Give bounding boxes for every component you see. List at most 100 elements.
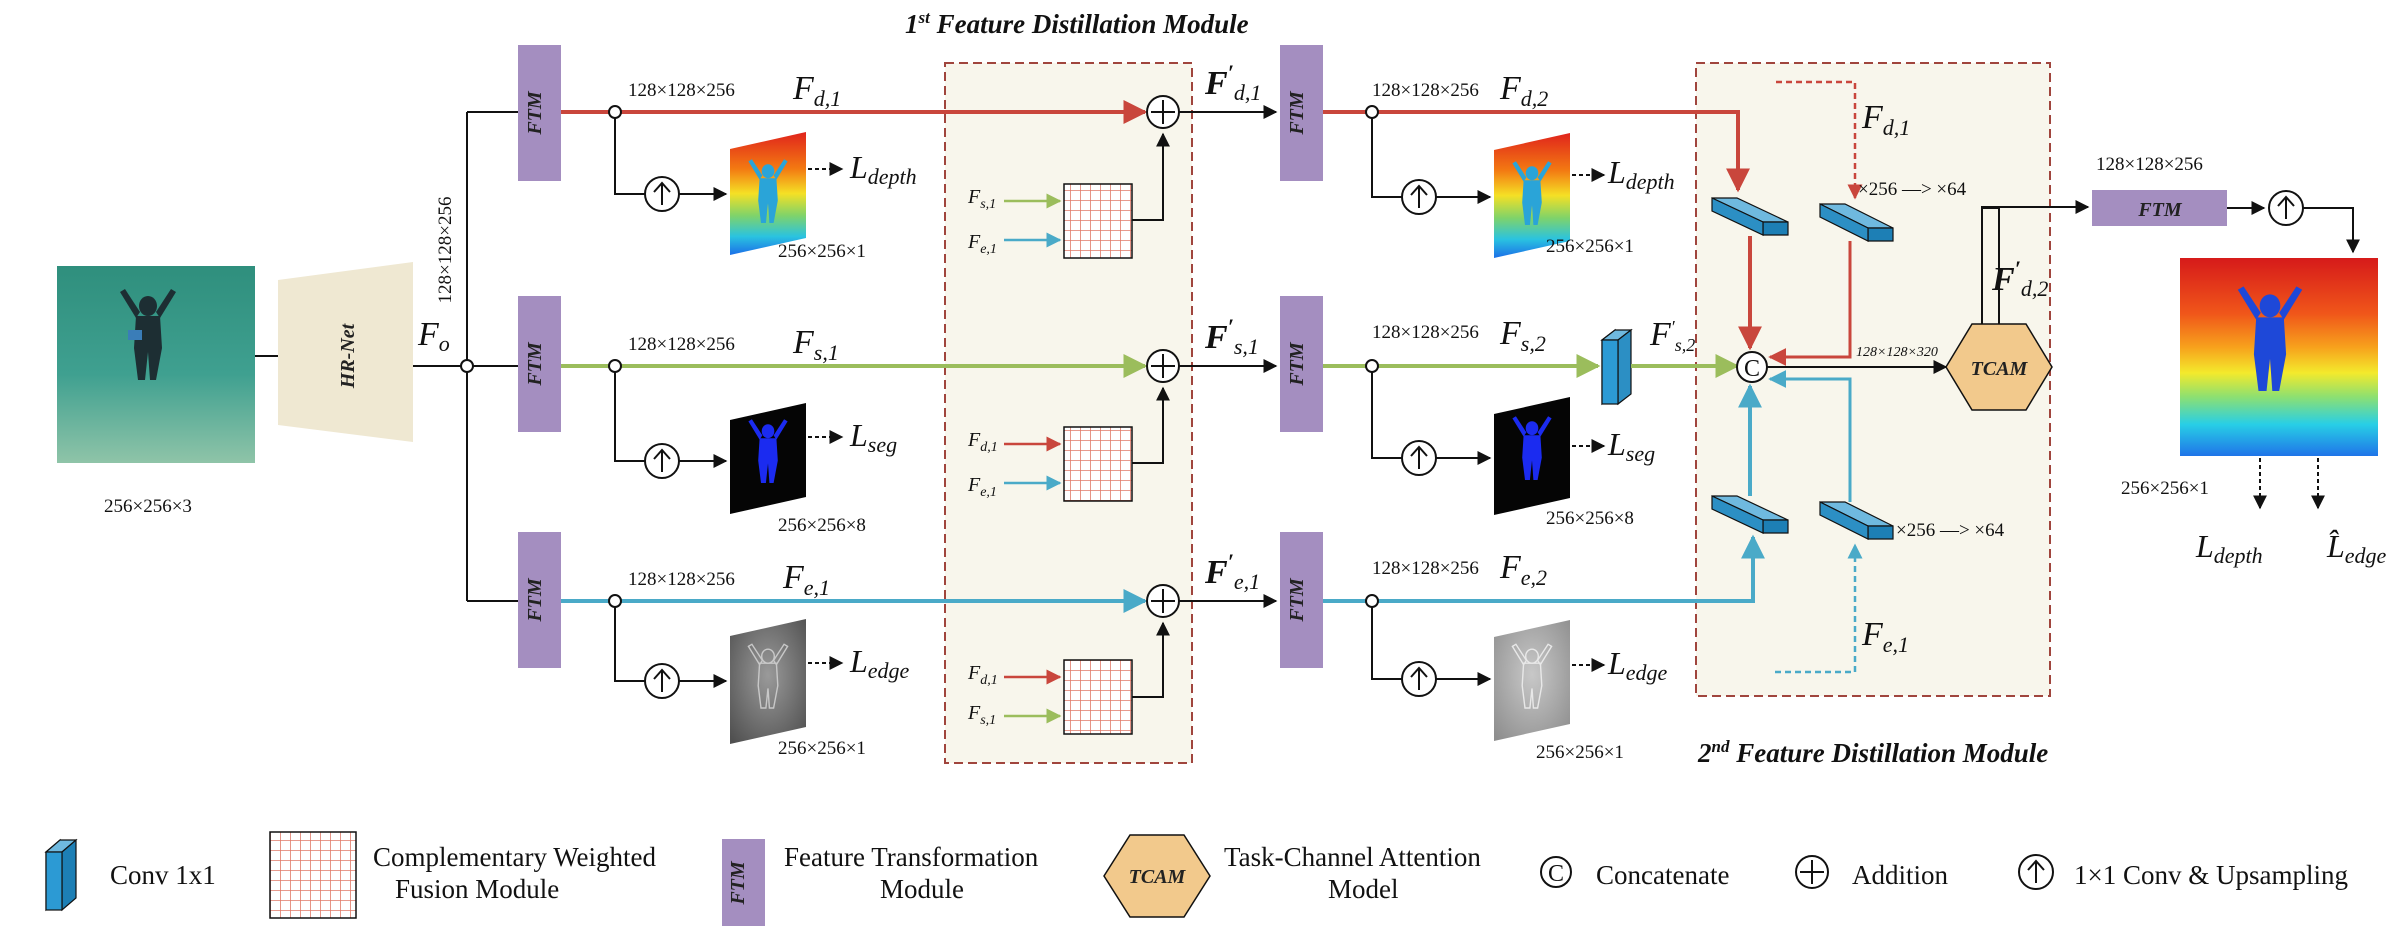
seg-map-2	[1494, 397, 1570, 515]
hrnet-label: HR-Net	[337, 322, 359, 389]
fe1-dashed-in	[1775, 543, 1863, 674]
svg-text:FTM: FTM	[1286, 90, 1308, 136]
loss-depth-1: Ldepth	[849, 149, 917, 189]
addition-node-s	[1146, 349, 1180, 383]
ftm-s1: FTM	[518, 296, 561, 432]
edge-map-1	[730, 619, 806, 744]
svg-text:FTM: FTM	[2137, 199, 2183, 221]
legend-add-label: Addition	[1852, 860, 1949, 890]
svg-text:FTM: FTM	[524, 577, 546, 623]
legend-concat-label: Concatenate	[1596, 860, 1729, 890]
dim-e1: 128×128×256	[628, 569, 735, 590]
dim-d1: 128×128×256	[628, 80, 735, 101]
legend-upsample-icon	[2018, 854, 2054, 890]
ftm-d1: FTM	[518, 45, 561, 181]
reduce-dim-e: ×256 —> ×64	[1896, 520, 2005, 541]
legend-ftm-label-1: Feature Transformation	[784, 842, 1039, 872]
dim-depth-map-1: 256×256×1	[778, 241, 866, 262]
cwfm-depth: Fs,1 Fe,1	[967, 132, 1170, 259]
tcam-out-line	[1981, 200, 2090, 324]
dim-edge-map-2: 256×256×1	[1536, 742, 1624, 763]
concatenate-node: C	[1736, 351, 1768, 383]
ftm-s2: FTM	[1280, 296, 1323, 432]
loss-seg-2: Lseg	[1607, 426, 1655, 466]
loss-edge-1: Ledge	[849, 643, 910, 683]
dim-edge-map-1: 256×256×1	[778, 738, 866, 759]
tcam-block: TCAM	[1945, 323, 2053, 411]
upsample-icon	[644, 663, 680, 699]
final-dim: 256×256×1	[2121, 478, 2209, 499]
feat-fs2: Fs,2	[1499, 315, 1546, 356]
feat-fo: Fo	[417, 316, 450, 356]
legend-ftm-icon: FTM	[722, 839, 765, 926]
feat-fs2p: F′s,2	[1649, 316, 1695, 355]
side-branch-e1	[608, 594, 728, 688]
feat-fs1: Fs,1	[792, 324, 839, 365]
backbone-dim: 128×128×256	[435, 197, 456, 304]
legend: Conv 1x1 Complementary Weighted Fusion M…	[44, 831, 2348, 926]
feat-fd2: Fd,2	[1499, 70, 1548, 111]
side-branch-s1	[608, 359, 728, 468]
dim-s1: 128×128×256	[628, 334, 735, 355]
addition-node-d	[1146, 95, 1180, 129]
side-branch-e2	[1365, 594, 1492, 686]
first-fdm-title: 1st Feature Distillation Module	[905, 8, 1249, 39]
svg-text:FTM: FTM	[524, 341, 546, 387]
svg-text:FTM: FTM	[1286, 577, 1308, 623]
legend-tcam-label-1: Task-Channel Attention	[1224, 842, 1481, 872]
side-branch-d1	[608, 105, 728, 201]
feat-fd1: Fd,1	[792, 70, 841, 111]
svg-text:Fs,1: Fs,1	[967, 186, 996, 212]
loss-final-depth: Ldepth	[2195, 528, 2263, 568]
split-node	[460, 359, 474, 373]
seg-map-1	[730, 403, 806, 514]
depth-map-1	[730, 132, 806, 255]
upsample-icon	[1401, 179, 1437, 215]
final-ftm-dim: 128×128×256	[2096, 154, 2203, 175]
cwfm-seg: Fd,1 Fe,1	[967, 386, 1170, 502]
legend-cwfm-label-1: Complementary Weighted	[373, 842, 657, 872]
dim-s2: 128×128×256	[1372, 322, 1479, 343]
upsample-icon	[1401, 440, 1437, 476]
legend-conv-icon	[44, 838, 78, 912]
legend-upsample-label: 1×1 Conv & Upsampling	[2074, 860, 2348, 890]
feat-fd1p: F′d,1	[1204, 60, 1261, 105]
feat-fe2: Fe,2	[1499, 549, 1547, 590]
feat-fe1: Fe,1	[782, 559, 830, 600]
legend-add-icon	[1795, 855, 1829, 889]
dim-depth-map-2: 256×256×1	[1546, 236, 1634, 257]
legend-concat-icon: C	[1540, 856, 1572, 888]
ftm-final: FTM	[2092, 190, 2227, 226]
final-depth-map	[2180, 258, 2378, 456]
loss-edge-2: Ledge	[1607, 645, 1668, 685]
dim-d2: 128×128×256	[1372, 80, 1479, 101]
dim-e2: 128×128×256	[1372, 558, 1479, 579]
feat-fe1p: F′e,1	[1204, 549, 1260, 594]
upsample-icon	[2268, 190, 2304, 226]
first-fdm-box	[944, 62, 1193, 764]
addition-node-e	[1146, 584, 1180, 618]
svg-text:C: C	[1744, 356, 1760, 382]
feat-fs1p: F′s,1	[1204, 314, 1259, 359]
svg-text:FTM: FTM	[727, 860, 749, 906]
branch-e2	[1323, 534, 1765, 603]
upsample-icon	[644, 443, 680, 479]
upsample-to-output	[2303, 207, 2360, 254]
svg-text:FTM: FTM	[524, 90, 546, 136]
edge-map-2	[1494, 620, 1570, 741]
side-branch-d2	[1365, 105, 1492, 204]
svg-text:TCAM: TCAM	[1971, 358, 2029, 380]
loss-final-edge: L̂edge	[2326, 528, 2387, 568]
upsample-icon	[644, 176, 680, 212]
legend-cwfm-icon	[269, 831, 357, 919]
branch-d2	[1323, 110, 1750, 193]
conv-block-d2	[1711, 197, 1789, 236]
conv-block-fe1	[1819, 501, 1894, 540]
hrnet-block	[278, 262, 413, 442]
dim-seg-map-1: 256×256×8	[778, 515, 866, 536]
dim-seg-map-2: 256×256×8	[1546, 508, 1634, 529]
concat-dim: 128×128×320	[1856, 345, 1938, 360]
reduce-dim-d: ×256 —> ×64	[1858, 179, 1967, 200]
conv-block-s2	[1600, 328, 1633, 406]
conv-block-e2	[1711, 495, 1789, 534]
